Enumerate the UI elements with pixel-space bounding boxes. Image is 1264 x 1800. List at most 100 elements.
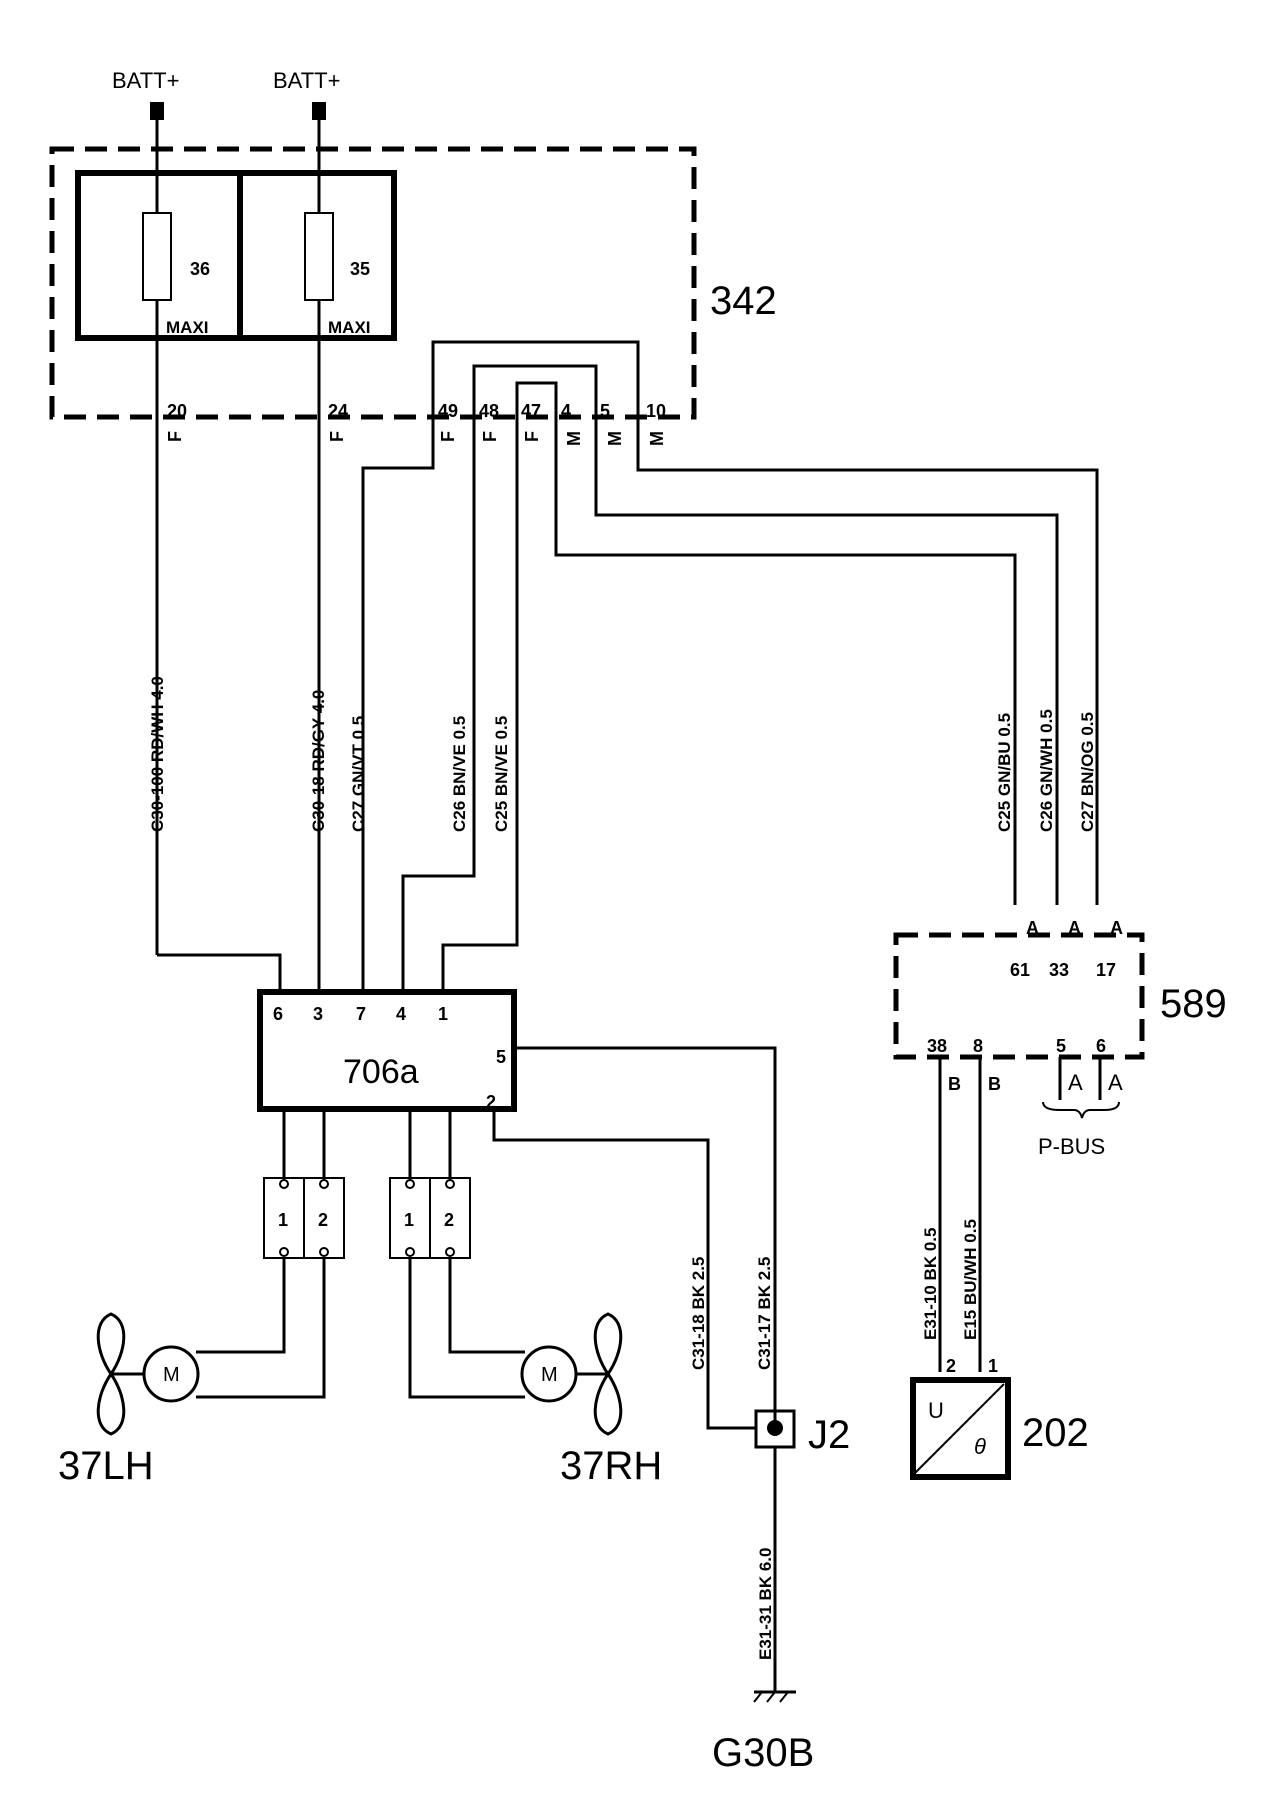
fusebox-pin-49: 49 <box>438 401 458 421</box>
fusebox-pin-24: 24 <box>328 401 348 421</box>
sensor-id: 202 <box>1022 1411 1089 1455</box>
connector-left-pin1-top <box>279 1179 289 1189</box>
connector-left-pin2-top <box>319 1179 329 1189</box>
wire-motor-right-a <box>408 1258 525 1399</box>
module-589 <box>893 932 1145 1060</box>
fuse-36-type: MAXI <box>166 318 209 337</box>
fusebox-id: 342 <box>710 279 777 323</box>
motor-right-symbol: M <box>541 1364 558 1386</box>
module-589-pin-17: 17 <box>1096 960 1116 980</box>
ground-label: G30B <box>712 1731 814 1775</box>
motor-left-label: 37LH <box>58 1444 154 1488</box>
sensor-theta: θ <box>974 1434 986 1459</box>
fusebox-pin-20: 20 <box>167 401 187 421</box>
connector-right-pin2-top <box>445 1179 455 1189</box>
module-589-conn-61: A <box>1026 918 1039 938</box>
module-706a <box>257 989 517 1112</box>
fan-right-blade-bottom <box>593 1371 623 1436</box>
batt-right-terminal <box>312 102 326 120</box>
wire-motor-left-a <box>196 1258 286 1354</box>
fusebox-pin-47: 47 <box>521 401 541 421</box>
fuse-holder <box>75 170 397 341</box>
sensor-u: U <box>928 1398 944 1423</box>
sensor-202 <box>910 1377 1011 1480</box>
module-589-conn-6: A <box>1108 1070 1123 1095</box>
fusebox-loop-49-10 <box>431 340 640 417</box>
wire-label-e31-31: E31-31 BK 6.0 <box>756 1548 775 1660</box>
wire-motor-right-b <box>448 1258 525 1354</box>
module-706a-pin-1: 1 <box>438 1004 448 1024</box>
wire-label-c26-bnve: C26 BN/VE 0.5 <box>450 716 469 832</box>
module-589-conn-38: B <box>948 1074 961 1094</box>
module-706a-pin-2: 2 <box>486 1092 496 1112</box>
module-589-pin-8: 8 <box>973 1036 983 1056</box>
wire-c27-gnvt <box>361 417 435 992</box>
fusebox-pin-5: 5 <box>600 401 610 421</box>
wire-label-c31-17: C31-17 BK 2.5 <box>755 1257 774 1370</box>
fusebox-pin-10: 10 <box>646 401 666 421</box>
wire-label-c27-bnog: C27 BN/OG 0.5 <box>1078 712 1097 832</box>
wire-label-c25-gnbu: C25 GN/BU 0.5 <box>995 713 1014 832</box>
fusebox-342-outline <box>49 146 697 420</box>
fuse-35 <box>304 212 334 301</box>
wire-label-c31-18: C31-18 BK 2.5 <box>689 1257 708 1370</box>
pbus-brace <box>1042 1101 1120 1119</box>
wire-label-c25-bnve: C25 BN/VE 0.5 <box>492 716 511 832</box>
module-706a-pin-7: 7 <box>356 1004 366 1024</box>
ground-symbol <box>753 1690 796 1703</box>
wire-label-e15: E15 BU/WH 0.5 <box>961 1219 980 1340</box>
wire-label-e31-10: E31-10 BK 0.5 <box>921 1228 940 1340</box>
wire-c26-bnve <box>401 417 476 992</box>
wire-label-c26-gnwh: C26 GN/WH 0.5 <box>1037 709 1056 832</box>
fuse-36 <box>142 212 172 301</box>
fusebox-pin-4: 4 <box>561 401 571 421</box>
sensor-pin-2: 2 <box>946 1356 956 1376</box>
module-706a-pin-5: 5 <box>496 1047 506 1067</box>
wire-c27-bnog <box>636 417 1099 905</box>
fusebox-loop-48-5 <box>472 364 598 417</box>
module-589-conn-5: A <box>1068 1070 1083 1095</box>
fusebox-conn-10: M <box>647 431 667 446</box>
sensor-diagonal <box>914 1383 1005 1474</box>
module-589-pin-61: 61 <box>1010 960 1030 980</box>
fan-right-blade-top <box>593 1312 623 1377</box>
wire-label-c30-18: C30-18 RD/GY 4.0 <box>309 690 328 832</box>
wire-label-c30-100: C30-100 RD/WH 4.0 <box>148 676 167 832</box>
connector-left-pin1-bottom <box>279 1247 289 1257</box>
fusebox-loop-47-4 <box>515 381 558 417</box>
module-589-pin-33: 33 <box>1049 960 1069 980</box>
module-706a-pin-6: 6 <box>273 1004 283 1024</box>
connector-right-pin1-bottom <box>405 1247 415 1257</box>
module-706a-id: 706a <box>343 1053 419 1091</box>
pbus-label: P-BUS <box>1038 1134 1105 1159</box>
wire-c31-17 <box>514 1046 777 1428</box>
module-589-id: 589 <box>1160 982 1227 1026</box>
connector-right-pin-1: 1 <box>404 1210 414 1230</box>
sensor-pin-1: 1 <box>988 1356 998 1376</box>
wire-label-c27-gnvt: C27 GN/VT 0.5 <box>349 716 368 832</box>
wire-c30-100 <box>157 953 282 992</box>
module-589-conn-17: A <box>1110 918 1123 938</box>
batt-plus-left-label: BATT+ <box>112 68 179 93</box>
module-589-conn-8: B <box>988 1074 1001 1094</box>
fuse-35-number: 35 <box>350 259 370 279</box>
fusebox-conn-47: F <box>522 431 542 442</box>
wire-motor-left-b <box>196 1258 326 1399</box>
wire-c25-bnve <box>441 417 519 992</box>
connector-right-pin-2: 2 <box>444 1210 454 1230</box>
batt-plus-right-label: BATT+ <box>273 68 340 93</box>
wire-c25-gnbu <box>554 417 1017 905</box>
module-589-pin-5: 5 <box>1056 1036 1066 1056</box>
connector-left-pin2-bottom <box>319 1247 329 1257</box>
junction-j2-dot <box>767 1420 783 1436</box>
junction-label: J2 <box>808 1413 850 1457</box>
connector-right-pin2-bottom <box>445 1247 455 1257</box>
fusebox-conn-24: F <box>327 431 347 442</box>
module-589-pin-6: 6 <box>1096 1036 1106 1056</box>
wire-c31-18 <box>492 1109 756 1430</box>
fuse-35-type: MAXI <box>328 318 371 337</box>
connector-left-pin-2: 2 <box>318 1210 328 1230</box>
fusebox-conn-5: M <box>605 431 625 446</box>
fan-left-blade-bottom <box>96 1371 126 1436</box>
